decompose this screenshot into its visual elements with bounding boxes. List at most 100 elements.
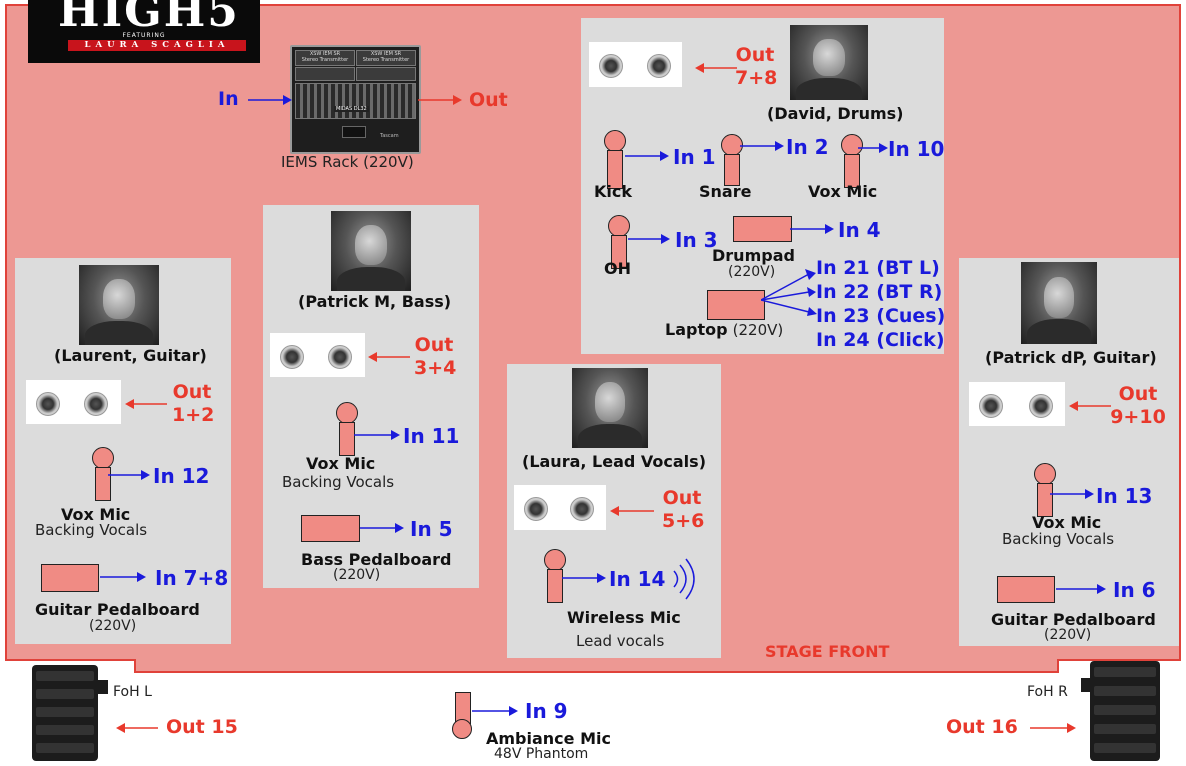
laptop-caption: Laptop (220V) [665,320,783,339]
rack-drawer [342,126,366,138]
bass-vox-label: Vox Mic [306,454,376,473]
band-logo: HIGH5 FEATURING LAURA SCAGLIA [28,0,260,63]
kick-label: Kick [594,182,633,201]
ambiance-label: Ambiance Mic [486,729,611,748]
snare-label: Snare [699,182,752,201]
bass-vox-sub: Backing Vocals [282,473,395,491]
drumpad-in: In 4 [838,218,881,242]
arrow-right-icon [790,224,834,234]
rack-caption: IEMS Rack (220V) [281,153,414,171]
earbud-icon [647,54,671,78]
vocals-name: (Laura, Lead Vocals) [522,452,706,471]
bass-pedal-label: Bass Pedalboard [301,550,452,569]
guitar-right-iem [969,382,1065,426]
foh-right-speaker-icon [1090,661,1160,761]
rack-out-label: Out [469,89,508,111]
rack-brand: MIDAS DL32 [334,106,369,112]
arrow-right-icon [248,95,292,105]
laptop-label: Laptop [665,320,728,339]
wireless-mic-label: Wireless Mic [567,608,681,627]
arrow-fan-icon [761,269,817,316]
rack-small: Tascam [380,133,399,139]
rack-unit [295,67,355,81]
arrow-right-icon [1030,723,1076,733]
arrow-left-icon [1069,401,1111,411]
drumpad-power: (220V) [728,264,776,280]
arrow-right-icon [1056,584,1106,594]
arrow-right-icon [360,523,404,533]
foh-left-label: FoH L [113,684,152,700]
arrow-left-icon [125,399,167,409]
drums-iem [589,42,682,87]
guitar-left-iem [26,380,121,424]
snare-in: In 2 [786,135,829,159]
vocals-iem [514,485,606,530]
earbud-icon [570,497,594,521]
earbud-icon [524,497,548,521]
guitar-left-vox-mic-icon [88,447,118,507]
laptop-in-24: In 24 (Click) [816,329,945,351]
bass-pedalboard-icon [301,515,360,542]
wireless-mic-in: In 14 [609,567,666,591]
guitar-right-photo [1021,262,1097,344]
guitar-left-pedal-label: Guitar Pedalboard [35,600,200,619]
laptop-in-21: In 21 (BT L) [816,257,940,279]
logo-name: LAURA SCAGLIA [84,40,230,50]
earbud-icon [328,345,352,369]
arrow-left-icon [116,723,158,733]
logo-banner: LAURA SCAGLIA [68,40,246,51]
oh-in: In 3 [675,228,718,252]
guitar-right-pedalboard-icon [997,576,1055,603]
guitar-left-photo [79,265,159,345]
guitar-left-pedal-power: (220V) [89,618,137,634]
bass-photo [331,211,411,291]
foh-right-label: FoH R [1027,684,1068,700]
ambiance-mic-icon [452,692,472,740]
oh-mic-icon [604,215,634,275]
drum-vox-mic-icon [837,134,867,194]
drum-vox-in: In 10 [888,137,945,161]
guitar-left-vox-sub: Backing Vocals [35,521,148,539]
guitar-left-name: (Laurent, Guitar) [54,346,207,365]
wireless-mic-sub: Lead vocals [576,632,665,650]
laptop-power: (220V) [732,321,784,339]
guitar-right-pedal-in: In 6 [1113,578,1156,602]
kick-mic-icon [600,130,630,190]
rigging-frame [98,680,108,694]
guitar-left-pedalboard-icon [41,564,99,592]
earbud-icon [979,394,1003,418]
drums-name: (David, Drums) [767,104,904,123]
earbud-icon [599,54,623,78]
rigging-frame [1081,678,1091,692]
arrow-right-icon [472,706,518,716]
arrow-right-icon [418,95,462,105]
rack-unit [356,67,416,81]
drumpad-label: Drumpad [712,246,795,265]
arrow-right-icon [108,470,150,480]
rack-stagebox: MIDAS DL32 [295,83,416,119]
logo-title: HIGH5 [58,0,240,37]
ambiance-sub: 48V Phantom [494,746,589,762]
logo-featuring: FEATURING [122,32,166,39]
earbud-icon [1029,394,1053,418]
earbud-icon [84,392,108,416]
guitar-right-vox-label: Vox Mic [1032,513,1102,532]
guitar-right-pedal-label: Guitar Pedalboard [991,610,1156,629]
arrow-left-icon [610,506,654,516]
kick-in: In 1 [673,145,716,169]
arrow-left-icon [695,63,737,73]
bass-pedal-power: (220V) [333,567,381,583]
bass-name: (Patrick M, Bass) [298,292,452,311]
drum-vox-label: Vox Mic [808,182,878,201]
wireless-signal-icon [673,558,695,600]
earbud-icon [36,392,60,416]
guitar-right-vox-sub: Backing Vocals [1002,530,1115,548]
drumpad-icon [733,216,792,242]
laptop-in-23: In 23 (Cues) [816,305,946,327]
